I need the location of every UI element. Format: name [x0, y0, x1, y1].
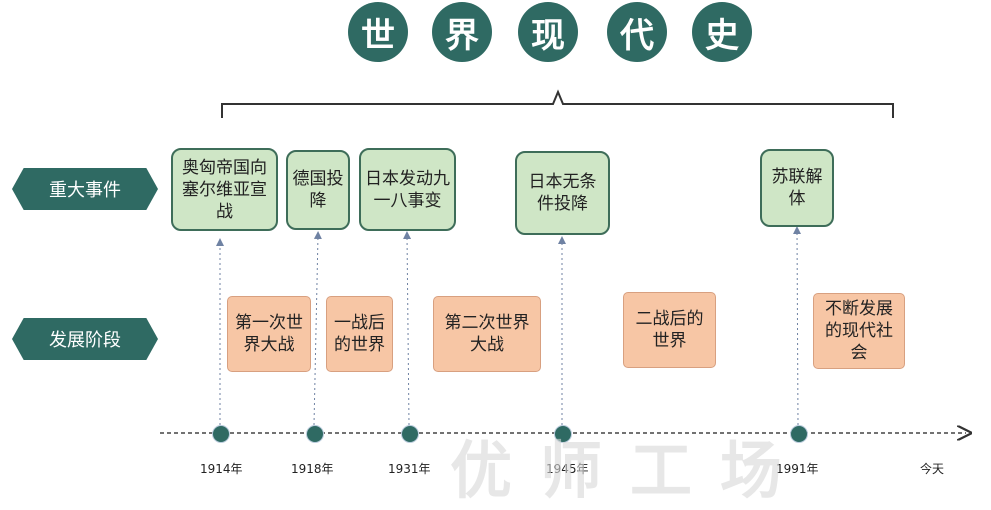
stage-box-5: 不断发展的现代社会: [813, 293, 905, 369]
year-label-1991: 1991年: [776, 462, 819, 476]
stage-box-4: 二战后的世界: [623, 292, 716, 368]
stage-box-1: 第一次世界大战: [227, 296, 311, 372]
title-char-3: 现: [518, 2, 578, 62]
event-box-1918: 德国投降: [286, 150, 350, 230]
year-label-1918: 1918年: [291, 462, 334, 476]
event-box-1945: 日本无条件投降: [515, 151, 610, 235]
row-label-events: 重大事件: [12, 168, 158, 210]
timeline-dot-1914: [212, 425, 230, 443]
stage-box-2: 一战后的世界: [326, 296, 393, 372]
event-box-1914: 奥匈帝国向塞尔维亚宣战: [171, 148, 278, 231]
connector-1931: [403, 231, 412, 426]
connector-1918: [313, 231, 322, 426]
title-char-5: 史: [692, 2, 752, 62]
year-label-today: 今天: [920, 462, 945, 476]
event-box-1991: 苏联解体: [760, 149, 834, 227]
row-label-stages: 发展阶段: [12, 318, 158, 360]
title-char-2: 界: [432, 2, 492, 62]
timeline-dot-1991: [790, 425, 808, 443]
title-char-1: 世: [348, 2, 408, 62]
stage-box-3: 第二次世界大战: [433, 296, 541, 372]
connector-1991: [793, 226, 802, 426]
event-box-1931: 日本发动九一八事变: [359, 148, 456, 231]
timeline-dot-1945: [554, 425, 572, 443]
diagram-lines: [160, 89, 991, 487]
year-label-1931: 1931年: [388, 462, 431, 476]
year-label-1945: 1945年: [546, 462, 589, 476]
timeline-dot-1931: [401, 425, 419, 443]
timeline-dot-1918: [306, 425, 324, 443]
year-label-1914: 1914年: [200, 462, 243, 476]
watermark: 优师工场: [450, 434, 811, 507]
brace: [221, 89, 894, 118]
title-char-4: 代: [607, 2, 667, 62]
